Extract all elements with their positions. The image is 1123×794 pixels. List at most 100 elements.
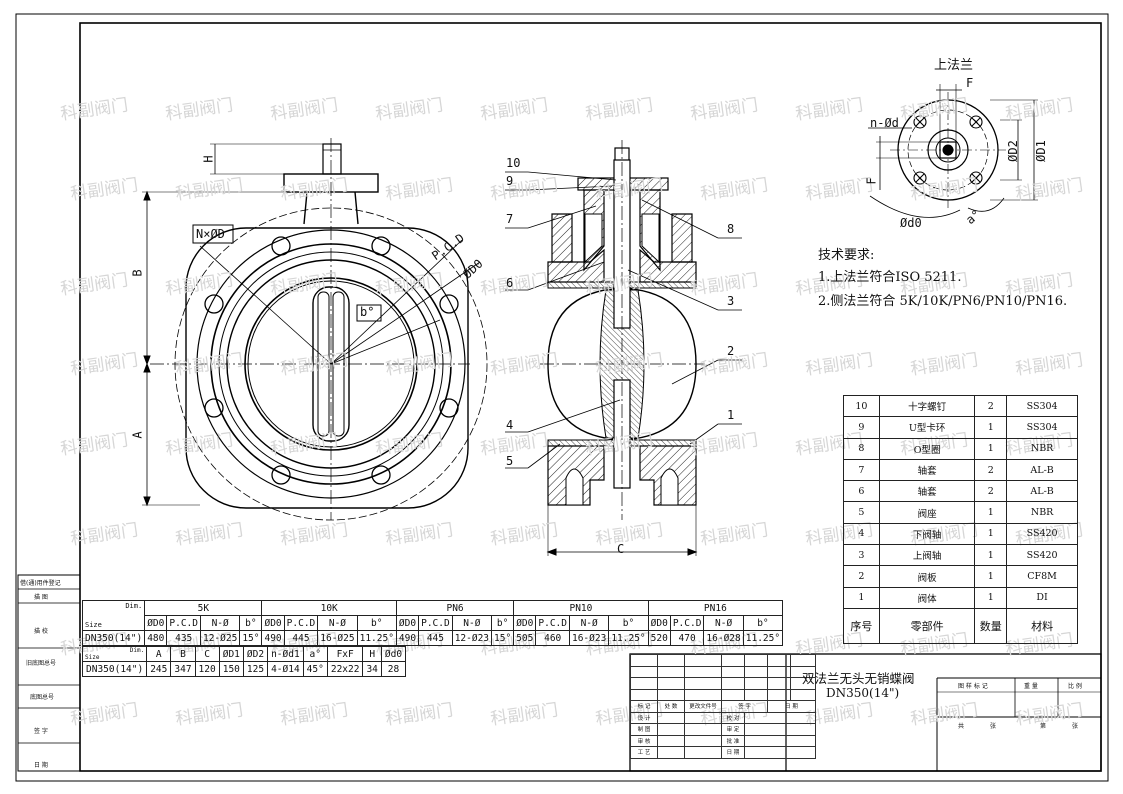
dim-value: 11.25° [742, 630, 784, 646]
dim-col-header: b° [239, 615, 263, 631]
dim2-col-header: C [194, 646, 220, 662]
bom-cell: 1 [974, 586, 1008, 609]
dim-col-header: b° [356, 615, 397, 631]
change-label: 标 记 [630, 700, 658, 713]
bom-cell: 1 [843, 586, 880, 609]
dim-col-header: ØD0 [513, 615, 537, 631]
dim-value: 15° [491, 630, 515, 646]
dim2-value: 45° [302, 661, 328, 677]
callout-6: 6 [506, 276, 514, 290]
bom-cell: 下阀轴 [878, 522, 976, 546]
bom-cell: 2 [974, 394, 1008, 418]
dim-col-header: N-Ø [568, 615, 610, 631]
dim-value: 490 [261, 630, 285, 646]
dim-col-header: b° [491, 615, 515, 631]
sign-label: 校 对 [721, 711, 745, 724]
dim2-col-header: FxF [326, 646, 364, 662]
strip-label: 借(通)用件登记 [20, 580, 61, 587]
tech-req-item-2: 2.侧法兰符合 5K/10K/PN6/PN10/PN16. [818, 294, 1068, 309]
change-label: 日 期 [767, 700, 816, 713]
dim-col-header: P.C.D [669, 615, 705, 631]
section-view [505, 140, 742, 556]
bom-cell: 阀板 [878, 565, 976, 588]
dim-value: 490 [395, 630, 420, 646]
dim2-col-header: ØD2 [242, 646, 269, 662]
dim-value: 12-Ø25 [199, 630, 241, 646]
bom-cell: 阀体 [878, 586, 976, 609]
dim2-corner: Dim. Size [81, 646, 148, 662]
dim-col-header: b° [742, 615, 784, 631]
callout-1: 1 [727, 408, 735, 422]
group-header: PN16 [647, 600, 784, 616]
bom-cell: 十字螺钉 [878, 394, 976, 418]
bom-cell: 1 [974, 437, 1008, 460]
bom-cell: DI [1006, 586, 1078, 609]
dim-a: A [130, 431, 145, 439]
dim-value: 470 [669, 630, 705, 646]
dim-col-header: ØD0 [144, 615, 168, 631]
label-d0-small: Ød0 [900, 216, 922, 230]
dim2-col-header: a° [302, 646, 328, 662]
dim2-col-header: B [170, 646, 196, 662]
bom-cell: 4 [843, 522, 880, 546]
bom-header-cell: 序号 [843, 607, 880, 644]
size-cell: DN350(14") [81, 661, 148, 677]
bom-cell: 7 [843, 458, 880, 482]
callout-2: 2 [727, 344, 735, 358]
sheet-label: 张 [990, 723, 997, 730]
tech-req-item-1: 1.上法兰符合ISO 5211. [818, 270, 962, 285]
bom-cell: 1 [974, 565, 1008, 588]
strip-label: 底图总号 [30, 694, 55, 701]
dim-value: 12-Ø23 [451, 630, 493, 646]
bom-cell: 1 [974, 416, 1008, 439]
sheet-label: 张 [1072, 723, 1079, 730]
sign-label: 工 艺 [630, 746, 658, 759]
bom-cell: 2 [974, 480, 1008, 503]
bom-cell: 阀座 [878, 501, 976, 524]
bom-cell: NBR [1006, 437, 1078, 460]
bom-cell: 6 [843, 480, 880, 503]
bom-cell: 10 [843, 394, 880, 418]
callout-7: 7 [506, 212, 514, 226]
dim-value: 11.25° [608, 630, 649, 646]
corner-dim: Dim. [125, 602, 143, 610]
bom-cell: SS420 [1006, 544, 1078, 567]
bom-cell: AL-B [1006, 458, 1078, 482]
dim-col-header: N-Ø [703, 615, 744, 631]
front-view [142, 138, 488, 521]
left-strip [17, 574, 81, 772]
dim2-col-header: H [362, 646, 382, 662]
bom-header-cell: 数量 [974, 607, 1008, 644]
strip-label: 描 图 [34, 594, 48, 601]
bom-cell: 1 [974, 522, 1008, 546]
bom-header: 序号 零部件 数量 材料 [843, 607, 1078, 644]
bom-cell: 5 [843, 501, 880, 524]
outer-frame [15, 13, 1109, 782]
size-cell: DN350(14") [81, 630, 146, 646]
dim-col-header: ØD0 [395, 615, 420, 631]
bom-cell: 2 [843, 565, 880, 588]
dim-value: 520 [647, 630, 671, 646]
bom-cell: U型卡环 [878, 416, 976, 439]
bom-cell: CF8M [1006, 565, 1078, 588]
group-header: PN10 [513, 600, 649, 616]
bom-cell: NBR [1006, 501, 1078, 524]
dim-col-header: ØD0 [261, 615, 285, 631]
drawing-size: DN350(14") [826, 686, 900, 700]
dim2-value: 4-Ø14 [267, 661, 304, 677]
revision-table: 标 记 处 数 更改文件号 签 字 日 期 设 计校 对 制 图审 定 审 核批… [630, 654, 816, 759]
dim-value: 480 [144, 630, 168, 646]
dim2-col-header: n-Ød1 [267, 646, 304, 662]
callout-8: 8 [727, 222, 735, 236]
dim-col-header: N-Ø [451, 615, 493, 631]
dim2-col-header: A [146, 646, 172, 662]
dim2-value: 125 [242, 661, 269, 677]
bom-header-cell: 零部件 [878, 607, 976, 644]
